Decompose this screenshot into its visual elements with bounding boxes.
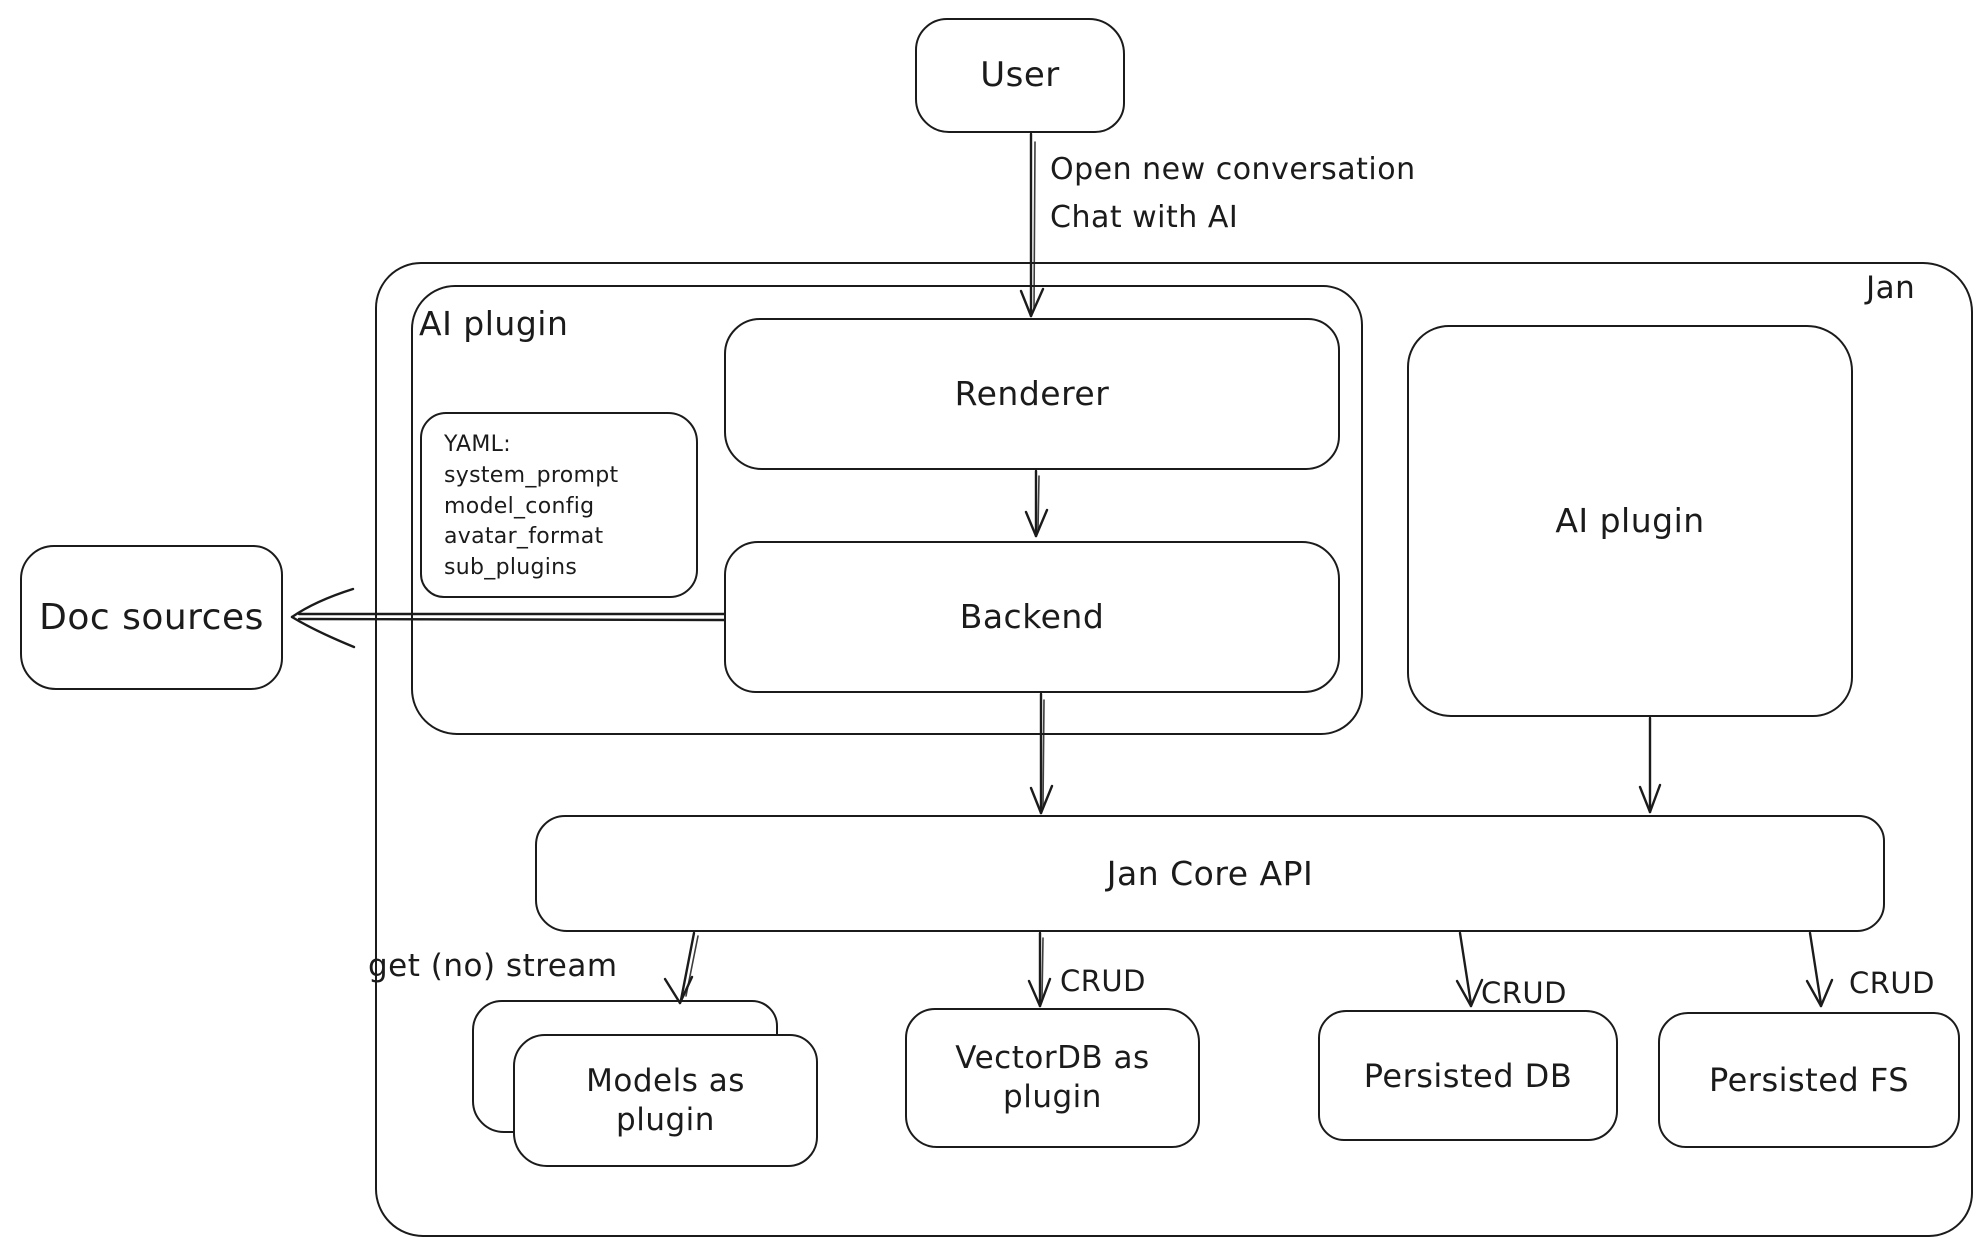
yaml-note-line: system_prompt bbox=[444, 462, 619, 488]
yaml-note-line: sub_plugins bbox=[444, 555, 578, 581]
node-user: User bbox=[915, 18, 1125, 133]
node-vectordb-label: VectorDB as plugin bbox=[955, 1040, 1150, 1115]
yaml-note: YAML: system_prompt model_config avatar_… bbox=[420, 412, 698, 598]
edge-label-get-no-stream: get (no) stream bbox=[368, 948, 618, 984]
edge-label-crud-persisted-fs: CRUD bbox=[1849, 966, 1935, 1000]
node-persisted-fs: Persisted FS bbox=[1658, 1012, 1960, 1148]
node-jan-core-api: Jan Core API bbox=[535, 815, 1885, 932]
node-renderer-label: Renderer bbox=[954, 374, 1110, 414]
edge-label-user-to-renderer: Open new conversation Chat with AI bbox=[1050, 146, 1416, 242]
node-ai-plugin-right-label: AI plugin bbox=[1555, 501, 1705, 541]
node-user-label: User bbox=[980, 55, 1060, 96]
node-models: Models as plugin bbox=[513, 1034, 818, 1167]
edge-label-chat-with-ai: Chat with AI bbox=[1050, 200, 1239, 235]
node-jan-core-api-label: Jan Core API bbox=[1106, 853, 1314, 893]
yaml-note-line: avatar_format bbox=[444, 524, 604, 550]
node-persisted-fs-label: Persisted FS bbox=[1708, 1061, 1910, 1099]
yaml-note-line: model_config bbox=[444, 493, 595, 519]
node-backend-label: Backend bbox=[959, 597, 1105, 637]
node-renderer: Renderer bbox=[724, 318, 1340, 470]
edge-label-crud-vectordb: CRUD bbox=[1060, 964, 1146, 998]
node-vectordb: VectorDB as plugin bbox=[905, 1008, 1200, 1148]
edge-label-open-new-conversation: Open new conversation bbox=[1050, 152, 1416, 187]
node-ai-plugin-right: AI plugin bbox=[1407, 325, 1853, 717]
jan-container-label: Jan bbox=[1866, 270, 1916, 306]
ai-plugin-container bbox=[411, 285, 1363, 735]
node-models-label: Models as plugin bbox=[586, 1062, 745, 1138]
jan-container bbox=[375, 262, 1973, 1237]
edge-label-crud-persisted-db: CRUD bbox=[1481, 976, 1567, 1010]
node-persisted-db-label: Persisted DB bbox=[1363, 1056, 1573, 1095]
node-doc-sources: Doc sources bbox=[20, 545, 283, 690]
node-persisted-db: Persisted DB bbox=[1318, 1010, 1618, 1141]
ai-plugin-container-label: AI plugin bbox=[419, 304, 569, 343]
node-doc-sources-label: Doc sources bbox=[39, 597, 264, 638]
yaml-note-line: YAML: bbox=[444, 432, 511, 457]
node-backend: Backend bbox=[724, 541, 1340, 693]
